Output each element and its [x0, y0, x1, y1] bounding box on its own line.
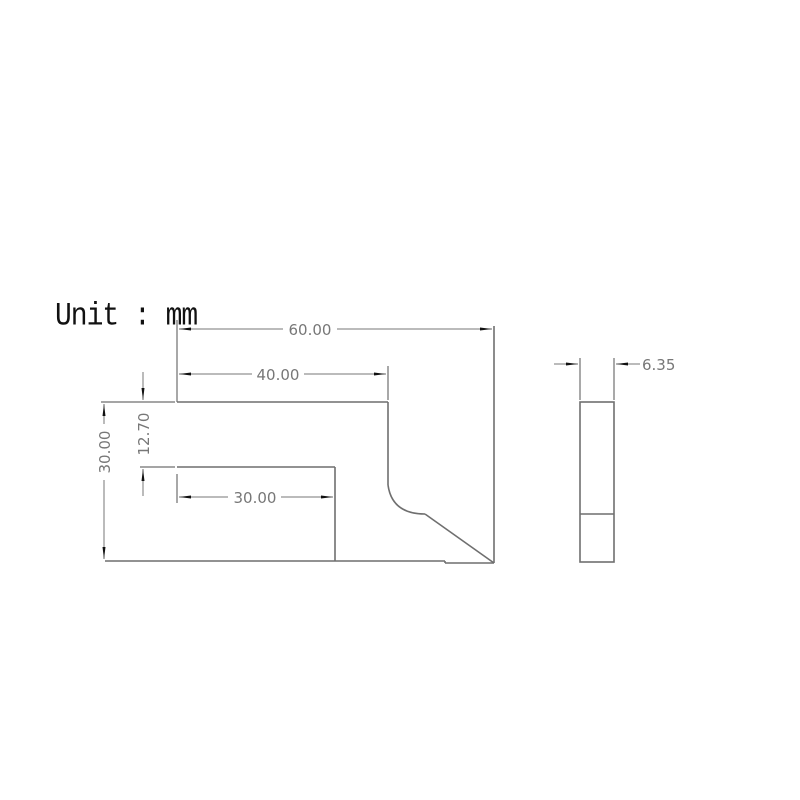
extension-lines: [101, 320, 615, 503]
unit-label: Unit : mm: [55, 299, 198, 335]
dimension-thickness: 6.35: [554, 356, 675, 374]
front-view-outline: [105, 326, 495, 564]
dimension-text-overall-width: 60.00: [289, 321, 332, 339]
dimension-top-arm-width: 40.00: [179, 366, 386, 384]
dimension-overall-height: 30.00: [96, 404, 114, 559]
dimension-overall-width: 60.00: [179, 321, 492, 339]
side-view-outline: [579, 401, 615, 563]
dimension-text-notch-width: 30.00: [234, 489, 277, 507]
dimension-text-thickness: 6.35: [642, 356, 675, 374]
dimension-notch-height: 12.70: [135, 372, 153, 496]
dimension-text-overall-height: 30.00: [96, 431, 114, 474]
dimension-text-top-arm-width: 40.00: [257, 366, 300, 384]
dimension-notch-width: 30.00: [179, 489, 333, 507]
dimension-text-notch-height: 12.70: [135, 413, 153, 456]
